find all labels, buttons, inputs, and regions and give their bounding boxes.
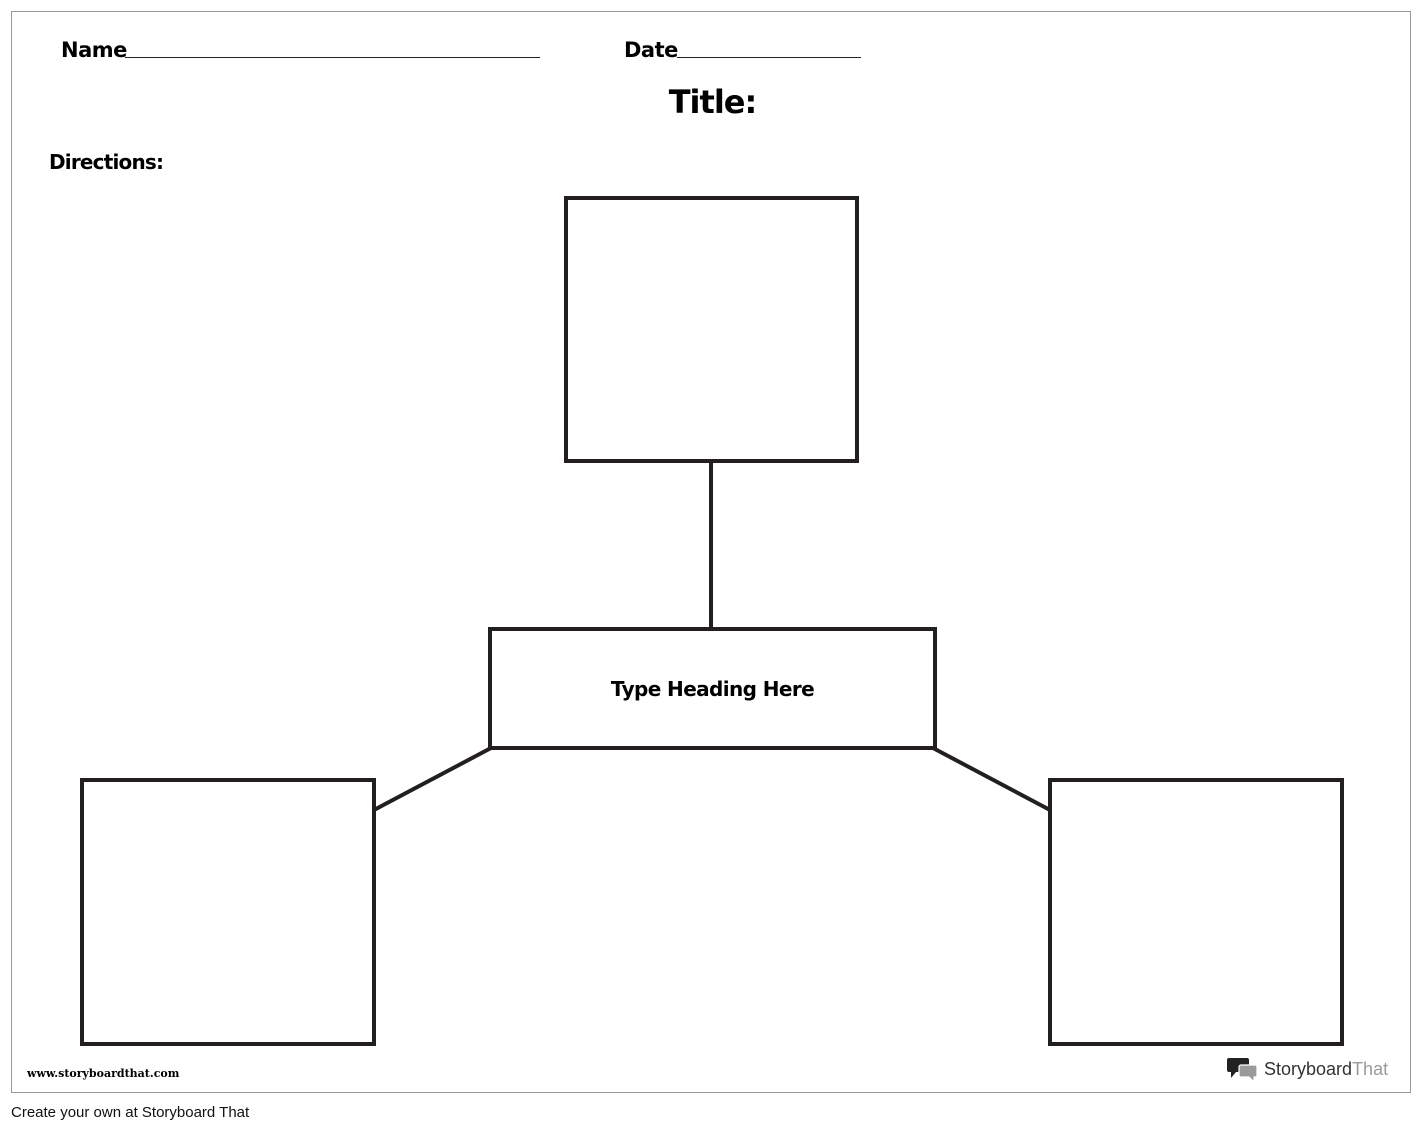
site-url: www.storyboardthat.com [27,1067,180,1080]
right-box[interactable] [1048,778,1344,1046]
worksheet-title: Title: [668,83,758,121]
top-box[interactable] [564,196,859,463]
logo-wordmark: StoryboardThat [1264,1059,1388,1080]
date-line[interactable] [677,57,861,58]
left-box[interactable] [80,778,376,1046]
speech-bubbles-icon [1227,1058,1258,1083]
logo-word-storyboard: Storyboard [1264,1058,1353,1079]
name-label: Name [61,38,127,62]
footer-credit[interactable]: Create your own at Storyboard That [11,1104,250,1121]
center-heading-box[interactable]: Type Heading Here [488,627,937,750]
date-label: Date [624,38,678,62]
directions-label: Directions: [49,150,164,174]
connector-right [932,746,1051,812]
storyboardthat-logo[interactable]: StoryboardThat [1227,1055,1388,1083]
center-heading-text: Type Heading Here [610,676,815,701]
name-line[interactable] [125,57,540,58]
connector-left [373,746,492,812]
logo-word-that: That [1352,1058,1389,1079]
